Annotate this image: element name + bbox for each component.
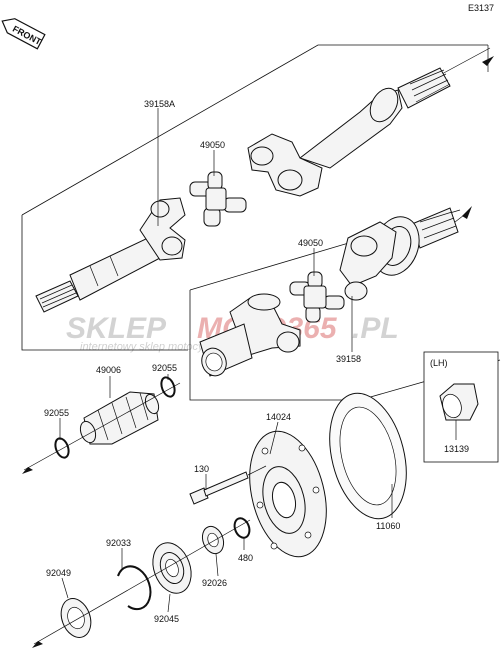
washer-92026 — [201, 525, 225, 555]
diagram-code: E3137 — [468, 3, 494, 13]
label-92045: 92045 — [154, 614, 179, 624]
label-39158: 39158 — [336, 354, 361, 364]
label-130: 130 — [194, 464, 209, 474]
label-480: 480 — [238, 553, 253, 563]
axis-arrow-icon — [462, 206, 472, 219]
label-92026: 92026 — [202, 578, 227, 588]
gasket-11060 — [329, 392, 407, 520]
bearing-92045 — [152, 542, 192, 594]
frame-upper-shaft — [21, 44, 489, 351]
circlip-92033 — [117, 565, 152, 611]
axis-line-boot — [23, 382, 181, 471]
universal-joint-lower — [289, 271, 345, 323]
label-39158A: 39158A — [144, 99, 175, 109]
watermark-brand-gray: SKLEP — [66, 312, 167, 345]
watermark-brand-tld: .PL — [352, 312, 399, 345]
bolt-130 — [189, 465, 267, 505]
label-49006: 49006 — [96, 365, 121, 375]
leader-lines — [59, 108, 457, 613]
axis-arrow-icon — [22, 467, 33, 474]
snap-ring-480 — [233, 517, 251, 539]
label-92055-left: 92055 — [44, 408, 69, 418]
boot-49006 — [79, 391, 160, 445]
axis-line-bottom — [33, 519, 251, 645]
flange-14024 — [249, 430, 327, 558]
universal-joint-upper — [189, 171, 247, 227]
axis-arrow-icon — [482, 56, 494, 66]
oil-seal-92049 — [60, 598, 92, 638]
shaft-39158A — [35, 67, 451, 313]
label-11060: 11060 — [376, 521, 400, 531]
label-14024: 14024 — [266, 412, 291, 422]
label-92055-right: 92055 — [152, 363, 177, 373]
label-13139: 13139 — [444, 444, 469, 454]
lh-inset-box — [423, 351, 499, 463]
label-49050-lower: 49050 — [298, 238, 323, 248]
axis-line-upper — [439, 47, 491, 76]
front-arrow-icon: FRONT — [1, 18, 46, 50]
label-lh: (LH) — [430, 358, 448, 368]
clamp-92055-left — [54, 437, 70, 459]
label-92049: 92049 — [46, 568, 71, 578]
label-49050-upper: 49050 — [200, 140, 225, 150]
axis-arrow-icon — [32, 641, 43, 648]
shaft-39158 — [199, 207, 459, 377]
clamp-92055-right — [160, 376, 176, 398]
label-92033: 92033 — [106, 538, 131, 548]
